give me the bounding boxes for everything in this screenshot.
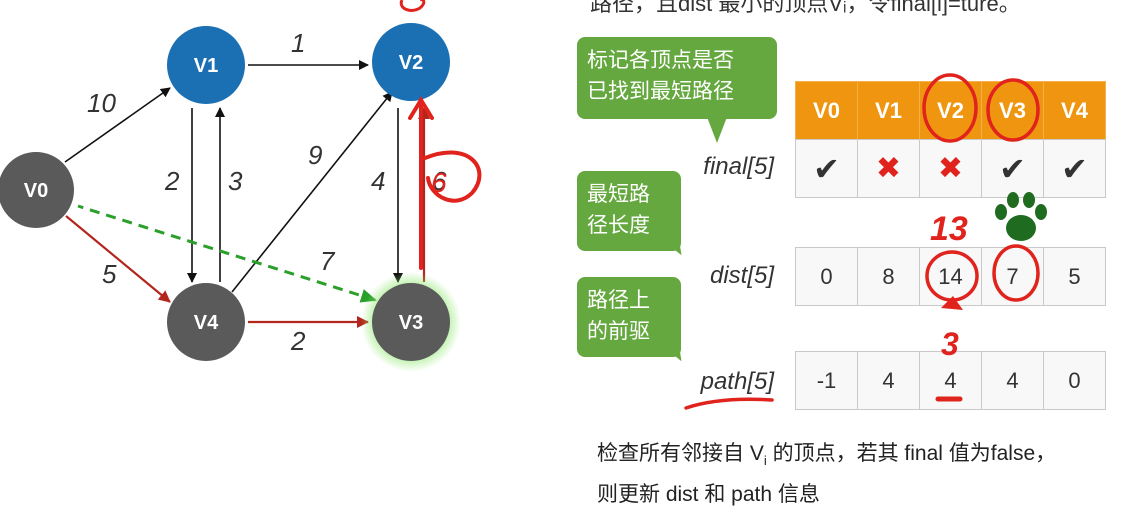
handwritten-13: 13 bbox=[930, 210, 968, 248]
row-label-final: final[5] bbox=[703, 153, 774, 180]
bubble-dist-note: 最短路 径长度 bbox=[577, 171, 691, 261]
path-cell-v3: 4 bbox=[981, 351, 1044, 410]
handwritten-3: 3 bbox=[941, 326, 959, 362]
path-cell-v4: 0 bbox=[1043, 351, 1106, 410]
row-label-path: path[5] bbox=[700, 368, 774, 395]
path-cell-v1: 4 bbox=[857, 351, 920, 410]
weight-v1-v2: 1 bbox=[291, 28, 305, 58]
svg-text:V0: V0 bbox=[24, 180, 48, 202]
dist-row: 0 8 14 7 5 bbox=[795, 247, 1106, 306]
weight-v4-v2: 9 bbox=[308, 140, 322, 170]
weight-v3-v0: 7 bbox=[320, 246, 336, 276]
dist-cell-v1: 8 bbox=[857, 247, 920, 306]
node-v4[interactable]: V4 bbox=[167, 283, 245, 361]
path-cell-v0: -1 bbox=[795, 351, 858, 410]
row-label-dist: dist[5] bbox=[709, 262, 774, 289]
circle-header-v2 bbox=[922, 73, 978, 143]
final-cell-v1: ✖ bbox=[857, 139, 920, 198]
top-cut-text: 路径，且dist 最小的顶点Vᵢ，令final[i]=ture。 bbox=[590, 0, 1021, 16]
bubble-path-note: 路径上 的前驱 bbox=[577, 277, 691, 367]
bubble-dist-line2: 径长度 bbox=[587, 214, 650, 237]
check-icon: ✔ bbox=[813, 150, 840, 187]
node-v2[interactable]: V2 bbox=[372, 23, 450, 101]
caption-line1: 检查所有邻接自 Vi 的顶点，若其 final 值为false， bbox=[597, 442, 1057, 469]
weight-v0-v4: 5 bbox=[102, 259, 117, 289]
bubble-dist-line1: 最短路 bbox=[587, 183, 650, 206]
dist-cell-v2: 14 bbox=[919, 247, 982, 306]
svg-text:V1: V1 bbox=[194, 55, 218, 77]
cross-icon: ✖ bbox=[875, 152, 902, 185]
weight-v1-v4: 2 bbox=[164, 166, 180, 196]
caption: 检查所有邻接自 Vi 的顶点，若其 final 值为false， 则更新 dis… bbox=[597, 437, 1138, 512]
bubble-final-note: 标记各顶点是否 已找到最短路径 bbox=[577, 37, 777, 143]
dist-cell-v0: 0 bbox=[795, 247, 858, 306]
final-cell-v3: ✔ bbox=[981, 139, 1044, 198]
bubble-final-line1: 标记各顶点是否 bbox=[587, 49, 734, 72]
check-icon: ✔ bbox=[999, 150, 1026, 187]
circle-dist-v2 bbox=[925, 250, 979, 302]
svg-text:V3: V3 bbox=[399, 312, 423, 334]
header-v4: V4 bbox=[1043, 81, 1106, 140]
weight-v3-v2: 6 bbox=[432, 166, 447, 196]
underline-path-label bbox=[684, 397, 774, 410]
circle-header-v3 bbox=[986, 78, 1040, 142]
paw-print-icon bbox=[995, 192, 1047, 241]
path-row: -1 4 4 4 0 bbox=[795, 351, 1106, 410]
node-v1[interactable]: V1 bbox=[167, 26, 245, 104]
bubble-path-line2: 的前驱 bbox=[587, 320, 650, 343]
final-row: ✔ ✖ ✖ ✔ ✔ bbox=[795, 139, 1106, 198]
node-v3[interactable]: V3 bbox=[372, 283, 450, 361]
edge-v0-v4 bbox=[65, 215, 171, 303]
svg-text:V2: V2 bbox=[399, 52, 423, 74]
cross-icon: ✖ bbox=[937, 152, 964, 185]
svg-text:V4: V4 bbox=[194, 312, 219, 334]
check-icon: ✔ bbox=[1061, 150, 1088, 187]
edge-v4-v2 bbox=[231, 91, 393, 293]
final-cell-v2: ✖ bbox=[919, 139, 982, 198]
weight-v2-v3: 4 bbox=[371, 166, 385, 196]
header-v0: V0 bbox=[795, 81, 858, 140]
handwritten-tick bbox=[941, 296, 963, 310]
bubble-tail bbox=[707, 117, 727, 143]
final-cell-v0: ✔ bbox=[795, 139, 858, 198]
final-cell-v4: ✔ bbox=[1043, 139, 1106, 198]
weight-v4-v3: 2 bbox=[290, 326, 306, 356]
handwritten-6: 6 bbox=[431, 167, 447, 198]
bubble-final-line2: 已找到最短路径 bbox=[587, 80, 734, 103]
weight-v4-v1: 3 bbox=[228, 166, 243, 196]
bubble-path-line1: 路径上 bbox=[587, 289, 650, 312]
dist-cell-v4: 5 bbox=[1043, 247, 1106, 306]
table-annotations: 13 3 bbox=[922, 73, 1047, 402]
graph-diagram: 10 5 1 2 3 9 4 6 2 7 V0 V1 V2 V4 V3 bbox=[0, 0, 482, 372]
circle-dist-v3 bbox=[992, 244, 1040, 302]
edge-v0-v1 bbox=[64, 87, 171, 163]
handwritten-mark-top bbox=[399, 0, 426, 12]
edge-v3-v0 bbox=[77, 204, 377, 303]
node-v0[interactable]: V0 bbox=[0, 152, 74, 228]
handwritten-arrow-v3-v2 bbox=[408, 96, 482, 270]
caption-line2: 则更新 dist 和 path 信息 bbox=[597, 483, 820, 507]
weight-v0-v1: 10 bbox=[87, 88, 116, 118]
